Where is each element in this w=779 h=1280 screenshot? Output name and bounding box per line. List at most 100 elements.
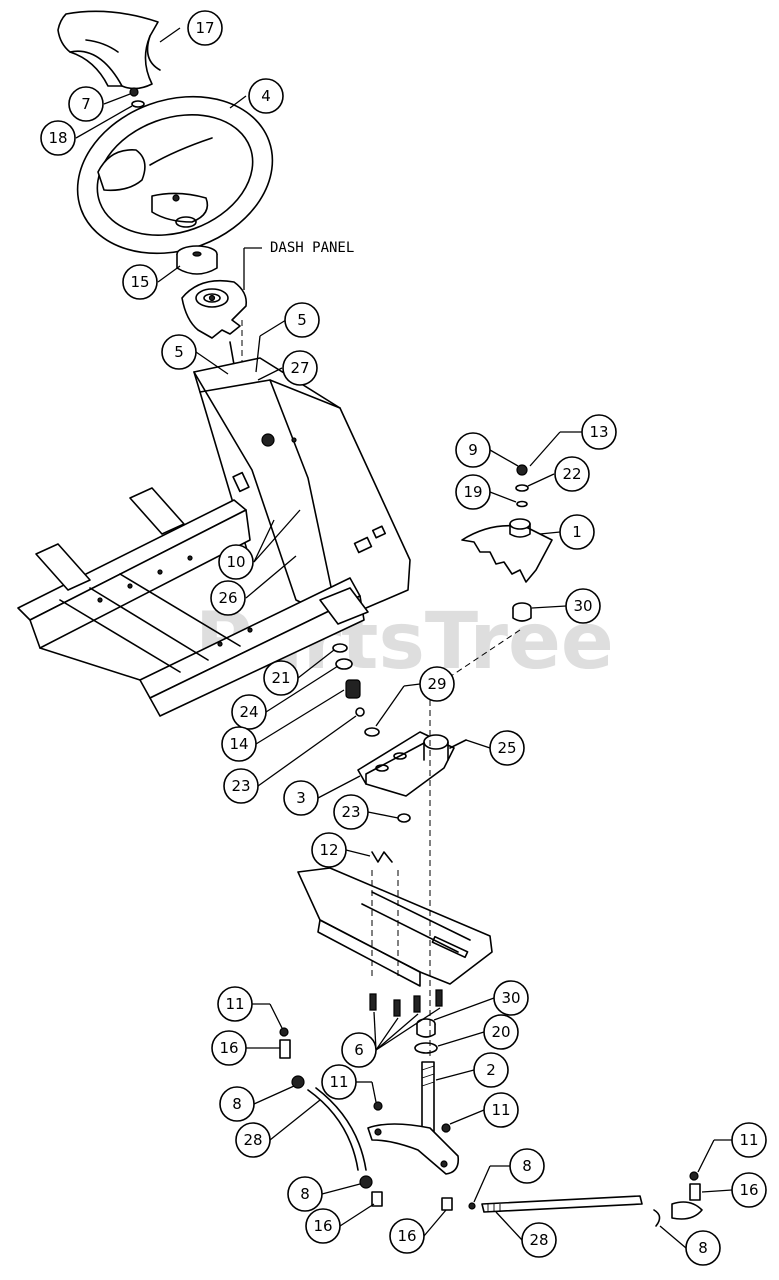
right-tie-rod-part [441,1171,703,1227]
callout-7: 7 [68,86,104,122]
svg-text:23: 23 [231,777,250,795]
callout-9: 9 [455,432,491,468]
callout-25: 25 [489,730,525,766]
callout-14: 14 [221,726,257,762]
left-drag-link-part [279,1027,383,1207]
svg-text:8: 8 [698,1239,708,1257]
callout-11-far-right: 11 [731,1122,767,1158]
svg-text:1: 1 [572,523,582,541]
svg-text:29: 29 [427,675,446,693]
svg-text:13: 13 [589,423,608,441]
callout-11-right-center: 11 [483,1092,519,1128]
steering-bracket-part [357,727,467,823]
callout-10: 10 [218,544,254,580]
svg-text:30: 30 [501,989,520,1007]
svg-text:3: 3 [296,789,306,807]
callout-26: 26 [210,580,246,616]
svg-text:5: 5 [297,311,307,329]
callout-15: 15 [122,264,158,300]
callout-8-left: 8 [219,1086,255,1122]
dash-panel-part [181,279,248,339]
svg-text:16: 16 [397,1227,416,1245]
callout-5-left: 5 [161,334,197,370]
svg-text:19: 19 [463,483,482,501]
svg-text:15: 15 [130,273,149,291]
svg-text:24: 24 [239,703,258,721]
bolts-part [369,989,443,1017]
callout-6: 6 [341,1032,377,1068]
svg-text:4: 4 [261,87,271,105]
svg-text:28: 28 [529,1231,548,1249]
svg-text:8: 8 [522,1157,532,1175]
callout-5-right: 5 [284,302,320,338]
svg-text:6: 6 [354,1041,364,1059]
svg-text:18: 18 [48,129,67,147]
sector-gear-part [461,464,553,583]
callout-20: 20 [483,1014,519,1050]
adapter-part [176,245,218,275]
callout-28-center: 28 [521,1222,557,1258]
svg-text:14: 14 [229,735,248,753]
svg-text:9: 9 [468,441,478,459]
callout-16-far-right: 16 [731,1172,767,1208]
callout-8-lower-left: 8 [287,1176,323,1212]
svg-text:22: 22 [562,465,581,483]
callout-1: 1 [559,514,595,550]
callout-4: 4 [248,78,284,114]
callout-16-left: 16 [211,1030,247,1066]
callout-27: 27 [282,350,318,386]
svg-text:20: 20 [491,1023,510,1041]
svg-text:11: 11 [329,1073,348,1091]
wheel-nut-washer-part [129,87,145,108]
svg-text:21: 21 [271,669,290,687]
svg-text:7: 7 [81,95,91,113]
callout-11-center: 11 [321,1064,357,1100]
svg-text:5: 5 [174,343,184,361]
spring-clip-part [371,851,393,863]
svg-text:30: 30 [573,597,592,615]
lower-bushing-part [414,1018,438,1054]
svg-text:8: 8 [300,1185,310,1203]
dash-panel-label: DASH PANEL [270,240,354,256]
svg-text:10: 10 [226,553,245,571]
callout-16-lower-left: 16 [305,1208,341,1244]
svg-text:11: 11 [225,995,244,1013]
svg-text:28: 28 [243,1131,262,1149]
svg-text:11: 11 [739,1131,758,1149]
callout-24: 24 [231,694,267,730]
callout-21: 21 [263,660,299,696]
svg-text:2: 2 [486,1061,496,1079]
callout-28-left: 28 [235,1122,271,1158]
svg-text:17: 17 [195,19,214,37]
pinion-washers-part [332,643,365,717]
steering-arm-part [367,1061,460,1175]
svg-text:27: 27 [290,359,309,377]
callout-8-center: 8 [509,1148,545,1184]
svg-text:8: 8 [232,1095,242,1113]
callout-8-far-right: 8 [685,1230,721,1266]
svg-text:11: 11 [491,1101,510,1119]
footplate-bracket-part [297,867,493,987]
svg-text:16: 16 [219,1039,238,1057]
callout-29: 29 [419,666,455,702]
callout-2: 2 [473,1052,509,1088]
svg-text:23: 23 [341,803,360,821]
steering-wheel-part [76,95,274,255]
svg-text:25: 25 [497,739,516,757]
callout-30-upper: 30 [565,588,601,624]
bushing-part [512,602,532,622]
svg-text:16: 16 [739,1181,758,1199]
callout-16-center: 16 [389,1218,425,1254]
callout-23-upper: 23 [223,768,259,804]
svg-text:12: 12 [319,841,338,859]
callout-13: 13 [581,414,617,450]
callout-30-lower: 30 [493,980,529,1016]
steering-cap-part [57,10,161,90]
callout-18: 18 [40,120,76,156]
svg-text:16: 16 [313,1217,332,1235]
callout-17: 17 [187,10,223,46]
callout-19: 19 [455,474,491,510]
callout-22: 22 [554,456,590,492]
callout-23-lower: 23 [333,794,369,830]
